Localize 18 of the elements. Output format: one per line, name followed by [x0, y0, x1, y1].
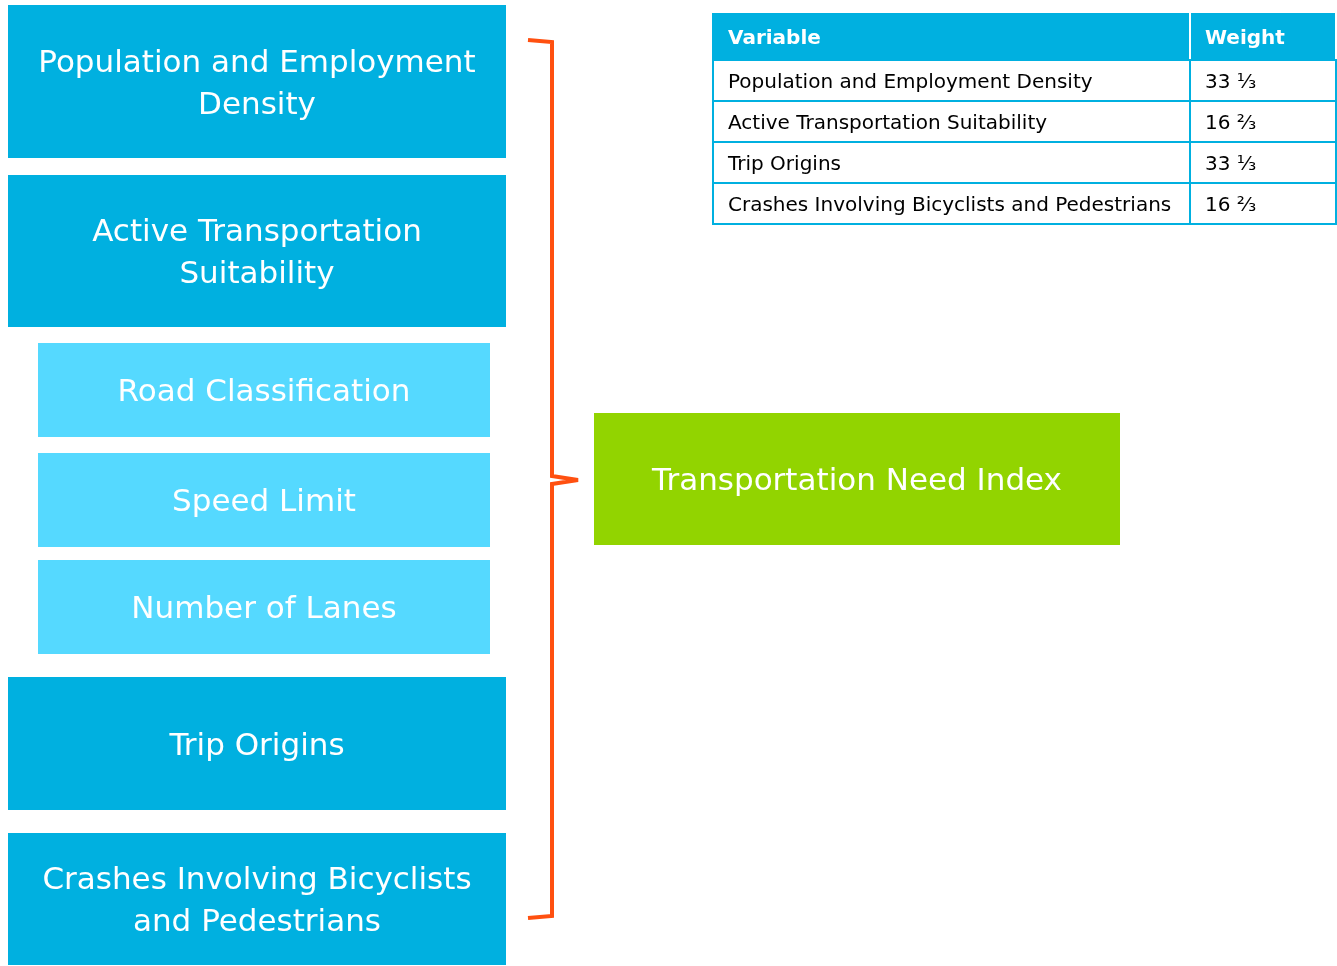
factor-box: Crashes Involving Bicyclists and Pedestrians — [8, 833, 506, 965]
table-cell: Crashes Involving Bicyclists and Pedestrians — [713, 183, 1190, 224]
header-cell: Weight — [1190, 14, 1336, 60]
sub-factor-box: Road Classification — [38, 343, 490, 437]
factor-box: Active Transportation Suitability — [8, 175, 506, 327]
table-cell: 33 ¹⁄₃ — [1190, 142, 1336, 183]
sub-factor-box: Number of Lanes — [38, 560, 490, 654]
factor-box: Population and Employment Density — [8, 5, 506, 158]
table-cell: Trip Origins — [713, 142, 1190, 183]
sub-factor-box: Speed Limit — [38, 453, 490, 547]
index-box: Transportation Need Index — [594, 413, 1120, 545]
factor-box: Trip Origins — [8, 677, 506, 810]
table-cell: 16 ²⁄₃ — [1190, 101, 1336, 142]
table-cell: Active Transportation Suitability — [713, 101, 1190, 142]
table-cell: 33 ¹⁄₃ — [1190, 60, 1336, 101]
table-cell: 16 ²⁄₃ — [1190, 183, 1336, 224]
header-cell: Variable — [713, 14, 1190, 60]
table-cell: Population and Employment Density — [713, 60, 1190, 101]
